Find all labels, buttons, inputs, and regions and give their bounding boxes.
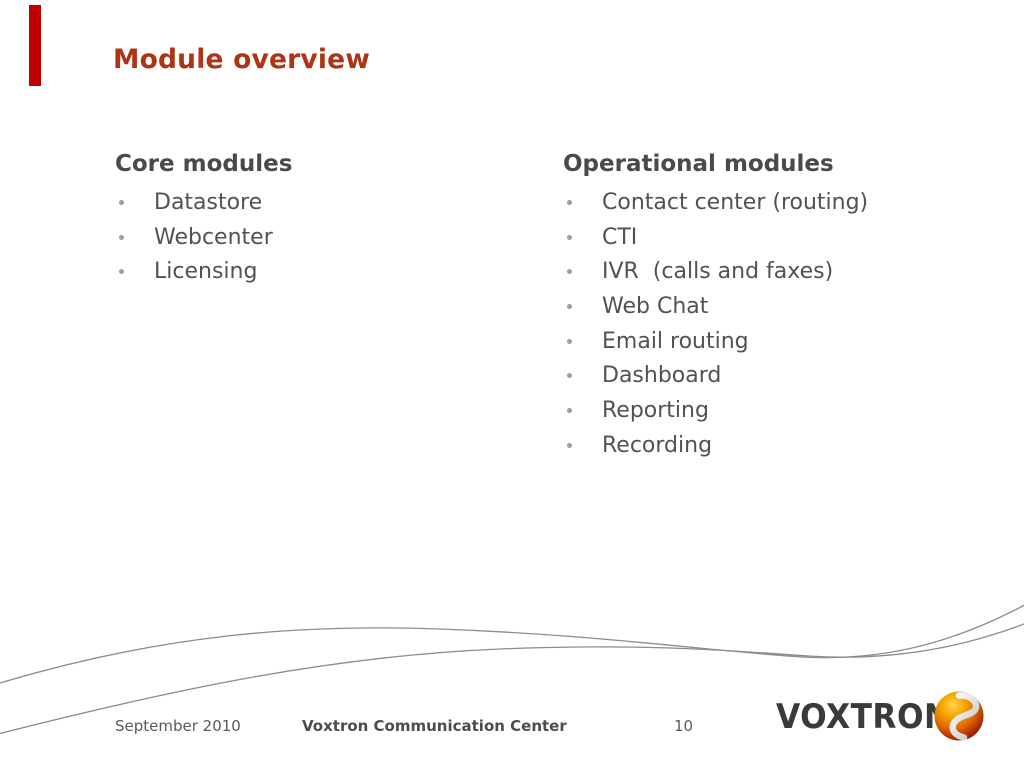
list-item-label: Email routing	[602, 328, 749, 354]
list-item: Reporting	[563, 393, 983, 428]
voxtron-swirl-ball-icon	[934, 691, 984, 741]
bullet-icon	[567, 373, 572, 379]
list-item: Email routing	[563, 324, 983, 359]
column-heading: Operational modules	[563, 151, 834, 177]
list-item-label: Reporting	[602, 397, 709, 423]
list-item: Contact center (routing)	[563, 185, 983, 220]
bullet-list: Datastore Webcenter Licensing	[115, 185, 475, 289]
footer-page-number: 10	[674, 717, 694, 735]
core-modules-column: Core modules Datastore Webcenter Licensi…	[115, 150, 475, 289]
list-item: Datastore	[115, 185, 475, 220]
bullet-icon	[119, 234, 124, 240]
list-item: Dashboard	[563, 358, 983, 393]
operational-modules-column: Operational modules Contact center (rout…	[563, 150, 983, 463]
footer-date: September 2010	[115, 717, 241, 735]
footer-title: Voxtron Communication Center	[302, 717, 567, 735]
list-item-label: Dashboard	[602, 363, 722, 389]
bullet-icon	[567, 338, 572, 344]
bullet-icon	[567, 234, 572, 240]
list-item-label: Contact center (routing)	[602, 189, 869, 215]
voxtron-logo-text: VOXTRON	[776, 697, 951, 737]
list-item-label: Datastore	[154, 189, 263, 215]
list-item-label: Licensing	[154, 259, 258, 285]
list-item: Licensing	[115, 254, 475, 289]
list-item: Web Chat	[563, 289, 983, 324]
swoosh-curve-upper	[0, 604, 1024, 684]
bullet-icon	[119, 199, 124, 205]
accent-bar	[29, 5, 41, 86]
list-item-label: IVR (calls and faxes)	[602, 259, 834, 285]
column-heading: Core modules	[115, 151, 293, 177]
bullet-icon	[567, 442, 572, 448]
list-item: CTI	[563, 220, 983, 255]
bullet-list: Contact center (routing) CTI IVR (calls …	[563, 185, 983, 463]
list-item: Webcenter	[115, 220, 475, 255]
list-item-label: Recording	[602, 432, 713, 458]
bullet-icon	[567, 303, 572, 309]
list-item-label: CTI	[602, 224, 638, 250]
list-item-label: Webcenter	[154, 224, 273, 250]
list-item-label: Web Chat	[602, 293, 709, 319]
list-item: Recording	[563, 428, 983, 463]
bullet-icon	[567, 407, 572, 413]
page-title: Module overview	[113, 44, 371, 75]
bullet-icon	[567, 269, 572, 275]
bullet-icon	[119, 269, 124, 275]
list-item: IVR (calls and faxes)	[563, 254, 983, 289]
bullet-icon	[567, 199, 572, 205]
